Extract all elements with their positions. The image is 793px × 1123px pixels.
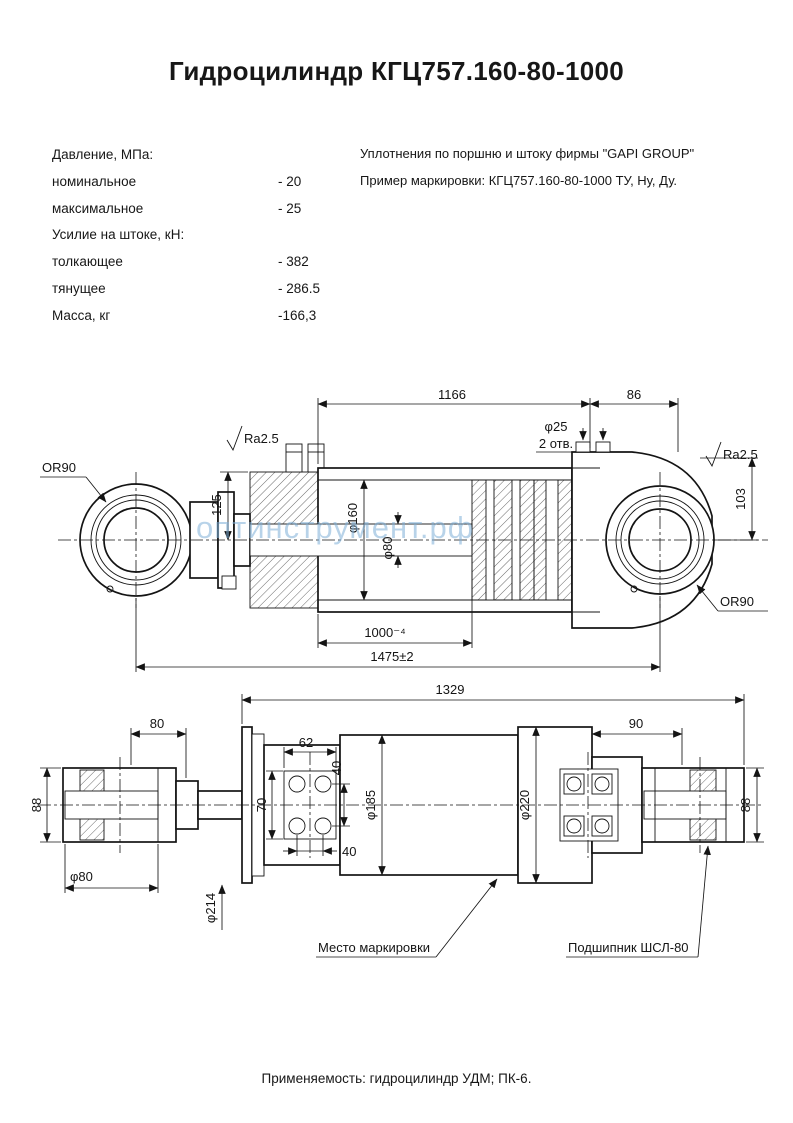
dim-40-vertical-label: 40: [329, 761, 344, 775]
dim-port-dia-label: φ25: [545, 419, 568, 434]
spec-row: Масса, кг -166,3: [52, 308, 352, 335]
specs-table: Давление, МПа: номинальное - 20 максимал…: [52, 147, 352, 335]
dim-90: 90: [591, 716, 683, 765]
dim-103-label: 103: [733, 488, 748, 510]
dim-rod: φ80: [380, 512, 402, 568]
marking-callout-label: Место маркировки: [318, 940, 430, 955]
spec-label: максимальное: [52, 200, 144, 216]
dim-62: 62: [283, 735, 337, 768]
dim-body-dia: φ185: [363, 734, 386, 876]
dim-125-label: 125: [209, 494, 224, 516]
dim-40-horizontal-label: 40: [342, 844, 356, 859]
dim-flange-dia-label: φ214: [203, 893, 218, 923]
spec-label: толкающее: [52, 254, 123, 270]
dim-flange-dia: φ214: [203, 884, 226, 930]
spec-row: толкающее - 382: [52, 254, 352, 281]
note-marking-example: Пример маркировки: КГЦ757.160-80-1000 ТУ…: [360, 173, 678, 188]
dim-overall-length: 1475±2: [135, 596, 661, 672]
spec-label: Усилие на штоке, кН:: [52, 227, 185, 243]
spec-row: максимальное - 25: [52, 201, 352, 228]
dim-86: 86: [589, 387, 679, 452]
spec-value: -166,3: [278, 307, 317, 323]
or90-right-label: OR90: [720, 594, 754, 609]
marking-callout: Место маркировки: [316, 878, 498, 958]
note-seals: Уплотнения по поршню и штоку фирмы "GAPI…: [360, 146, 695, 161]
spec-value: - 382: [278, 254, 309, 270]
spec-label: тянущее: [52, 280, 106, 296]
dim-103: 103: [700, 457, 758, 541]
dim-80-label: 80: [150, 716, 164, 731]
spec-row: Усилие на штоке, кН:: [52, 227, 352, 254]
bearing-callout: Подшипник ШСЛ-80: [566, 845, 711, 958]
spec-value: - 25: [278, 200, 302, 216]
spec-value: - 286.5: [278, 280, 321, 296]
dim-bore-label: φ160: [345, 503, 360, 533]
surface-finish-right: Ra2.5: [705, 441, 758, 468]
ra-left-label: Ra2.5: [244, 431, 279, 446]
or90-left-callout: OR90: [40, 460, 107, 503]
plan-right-bolts: [559, 768, 619, 842]
dim-stroke-label: 1000⁻⁴: [364, 625, 405, 640]
dim-40-horizontal: 40: [283, 835, 356, 859]
dim-70: 70: [254, 770, 283, 840]
dim-cap-dia: φ220: [517, 726, 540, 884]
dim-88-right-label: 88: [738, 798, 753, 812]
dim-bore: φ160: [345, 479, 368, 601]
or90-right-callout: OR90: [696, 584, 768, 612]
dim-rod-label: φ80: [380, 537, 395, 560]
dim-90-label: 90: [629, 716, 643, 731]
cap-eye-housing: [571, 441, 715, 629]
bearing-callout-label: Подшипник ШСЛ-80: [568, 940, 689, 955]
spec-row: тянущее - 286.5: [52, 281, 352, 308]
side-view: 1166 86 φ25 2 отв. Ra2.5 Ra2.5 OR90: [40, 387, 768, 672]
dim-1329-label: 1329: [436, 682, 465, 697]
dim-40-vertical: 40: [329, 761, 350, 827]
roughness-check-icon: [705, 441, 722, 468]
plan-view: 1329 80 90 62 40: [29, 682, 764, 958]
spec-value: - 20: [278, 173, 302, 189]
dim-88-right: 88: [738, 767, 764, 843]
dim-1166-label: 1166: [438, 387, 466, 402]
notes-block: Уплотнения по поршню и штоку фирмы "GAPI…: [360, 140, 770, 194]
dim-cap-dia-label: φ220: [517, 790, 532, 820]
dim-88-left-label: 88: [29, 798, 44, 812]
dim-eye-bore: φ80: [64, 844, 159, 893]
footer-note: Применяемость: гидроцилиндр УДМ; ПК-6.: [261, 1071, 532, 1086]
dim-eye-bore-label: φ80: [70, 869, 93, 884]
dim-125: 125: [209, 471, 248, 541]
dim-80: 80: [130, 716, 187, 778]
surface-finish-left: Ra2.5: [226, 425, 279, 452]
roughness-check-icon: [226, 425, 243, 452]
spec-label: Давление, МПа:: [52, 147, 154, 162]
dim-ports: φ25 2 отв.: [536, 419, 607, 453]
dim-overall-label: 1475±2: [370, 649, 413, 664]
or90-left-label: OR90: [42, 460, 76, 475]
dim-70-label: 70: [254, 798, 269, 812]
dim-body-dia-label: φ185: [363, 790, 378, 820]
spec-label: Масса, кг: [52, 307, 111, 323]
spec-label: номинальное: [52, 173, 137, 189]
spec-row: номинальное - 20: [52, 174, 352, 201]
spec-row: Давление, МПа:: [52, 147, 352, 174]
dim-62-label: 62: [299, 735, 313, 750]
ra-right-label: Ra2.5: [723, 447, 758, 462]
dim-port-qty-label: 2 отв.: [539, 436, 573, 451]
page-title: Гидроцилиндр КГЦ757.160-80-1000: [168, 56, 625, 86]
dim-88-left: 88: [29, 767, 61, 843]
dim-stroke: 1000⁻⁴: [317, 558, 473, 648]
dim-86-label: 86: [627, 387, 641, 402]
dim-1329: 1329: [241, 682, 745, 765]
